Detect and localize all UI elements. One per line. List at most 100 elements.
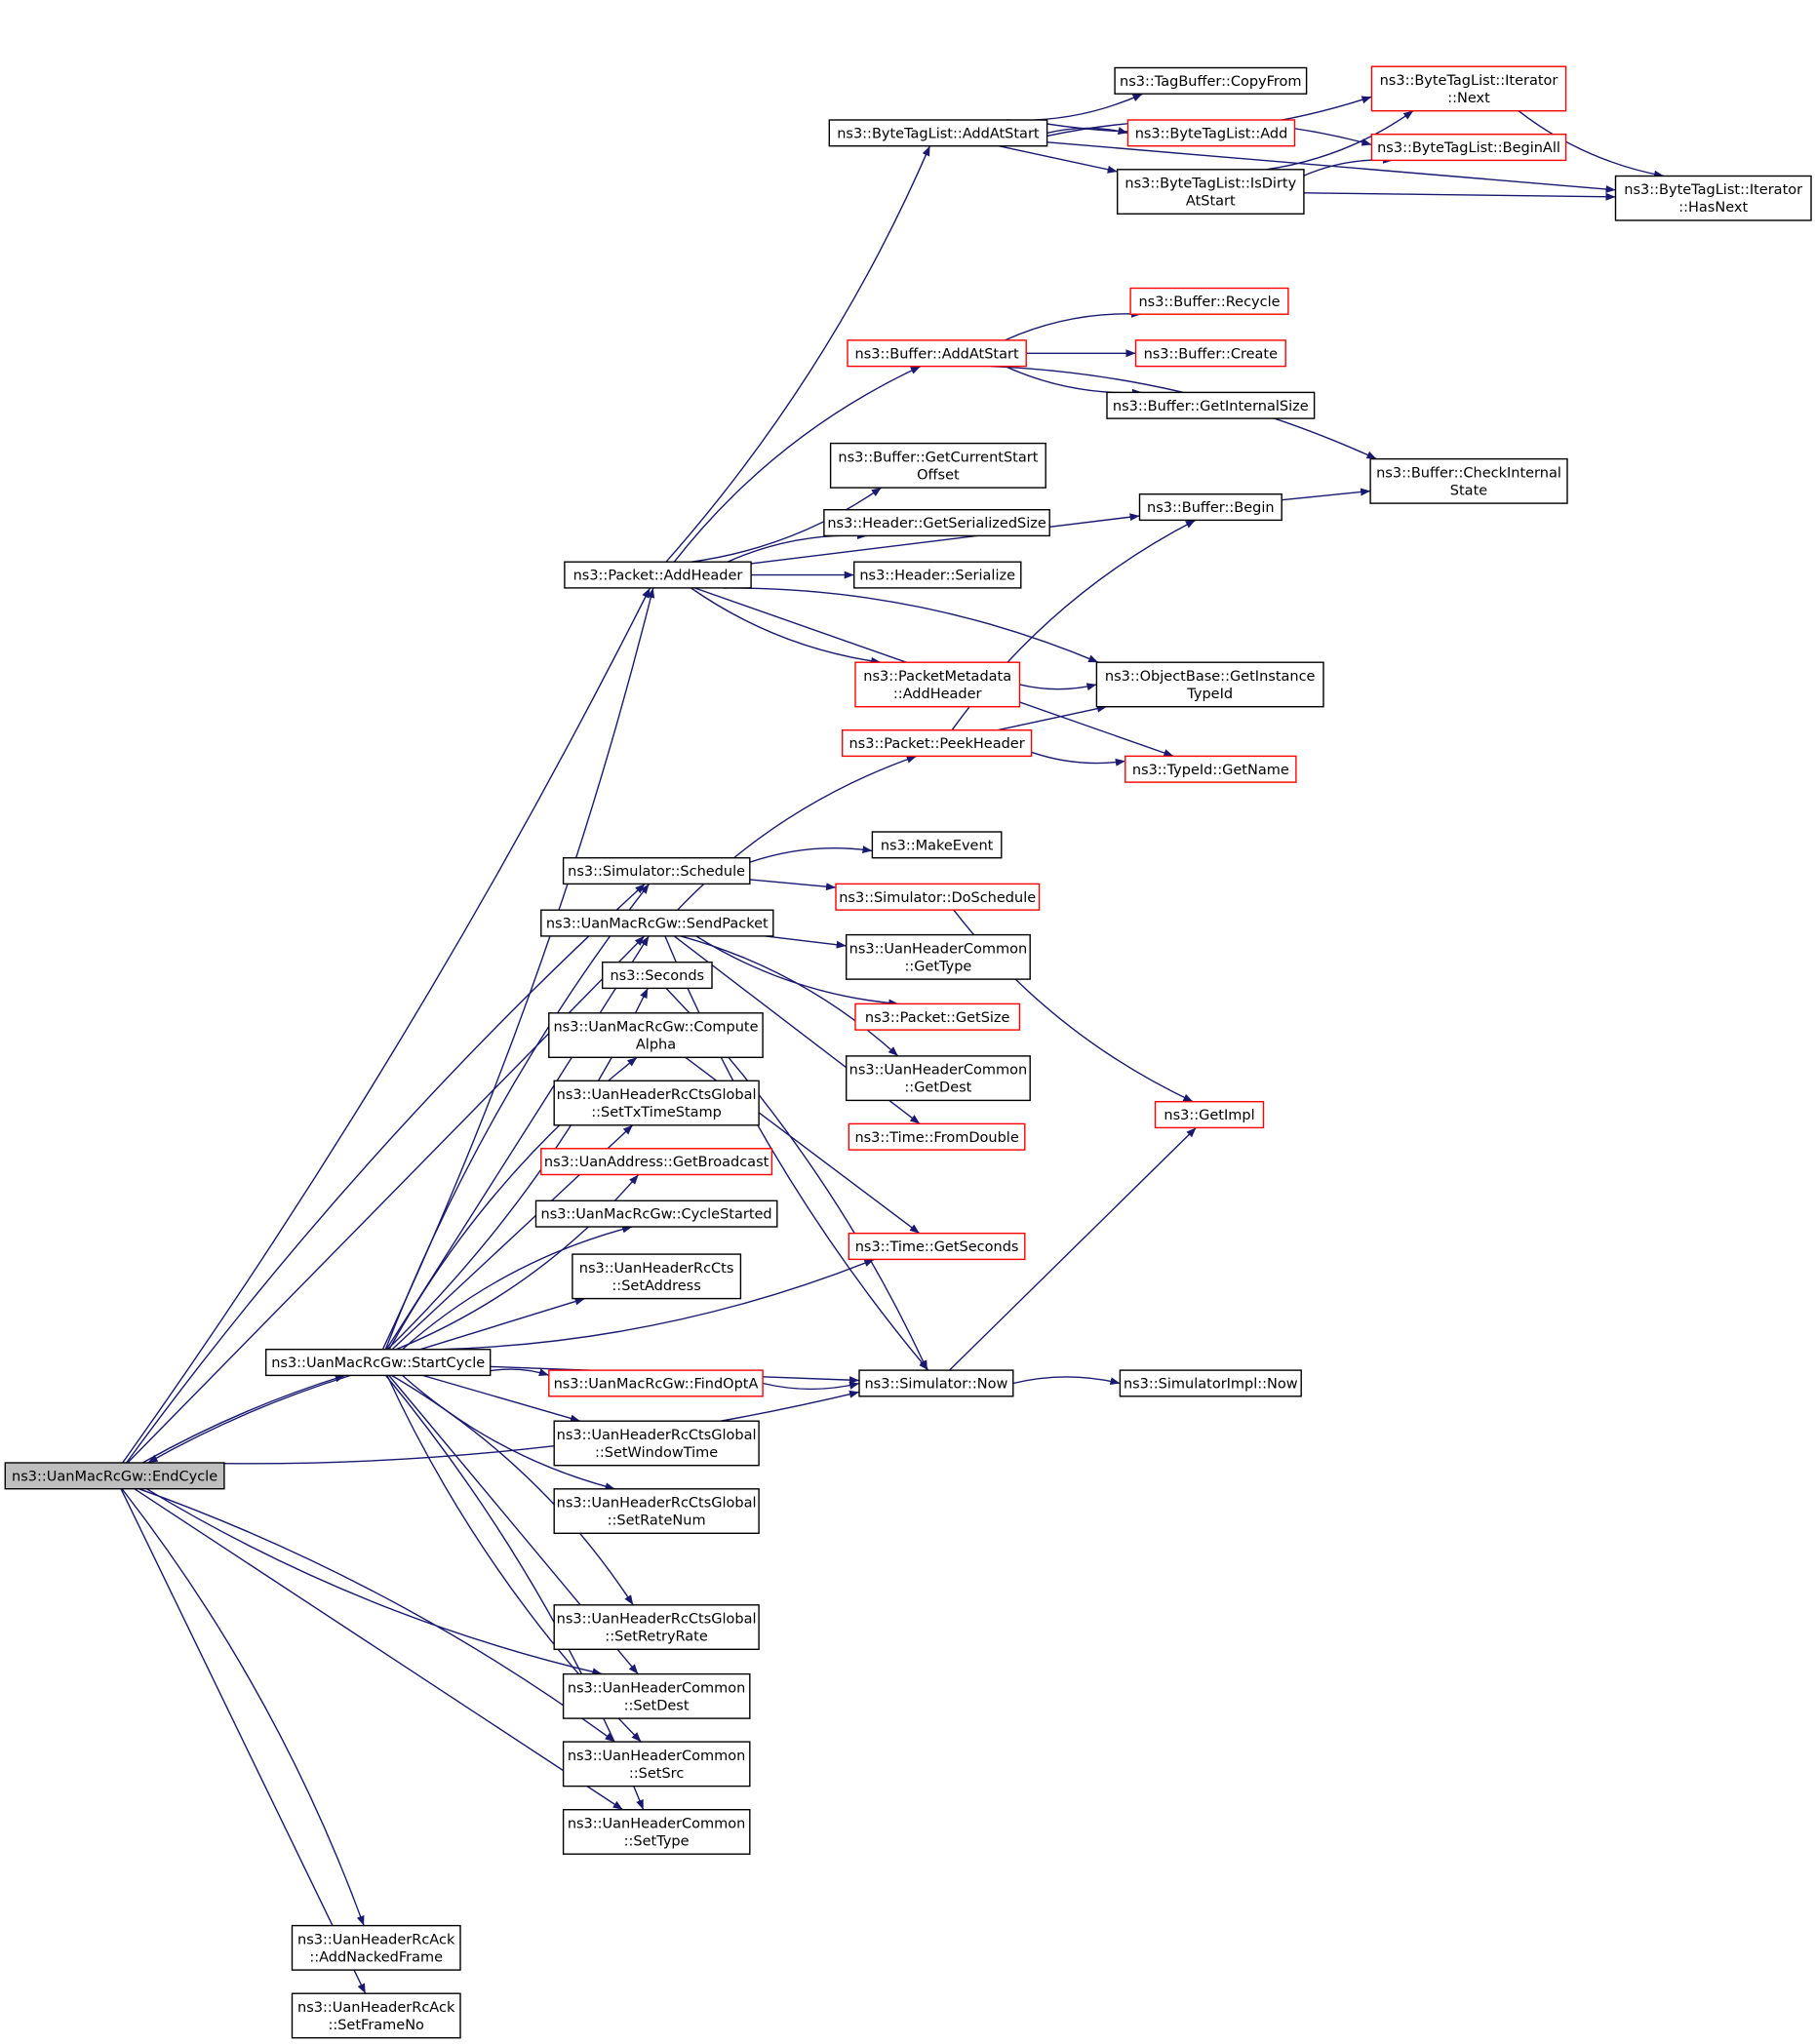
node-bt_iter_hasnext[interactable]: ns3::ByteTagList::Iterator::HasNext (1614, 175, 1812, 221)
node-box (846, 1055, 1031, 1102)
node-label: ns3::UanMacRcGw::CycleStarted (541, 1207, 772, 1223)
node-label: ns3::ByteTagList::Add (1135, 126, 1288, 141)
edge-sendpacket-to-uhc_gettype (765, 935, 847, 949)
node-rcack_setframeno[interactable]: ns3::UanHeaderRcAck::SetFrameNo (291, 1992, 461, 2039)
node-label: ns3::Buffer::CheckInternal (1376, 465, 1561, 481)
edge-endcycle-to-rcack_setframeno (120, 1488, 367, 1994)
node-label: ns3::UanMacRcGw::SendPacket (546, 917, 769, 932)
node-buf_recycle[interactable]: ns3::Buffer::Recycle (1129, 287, 1289, 315)
node-box (572, 1253, 742, 1300)
node-uhc_setdest[interactable]: ns3::UanHeaderCommon::SetDest (562, 1672, 751, 1719)
node-box (1138, 493, 1282, 522)
edge-sendpacket-to-sim_now (664, 935, 929, 1371)
node-bt_add[interactable]: ns3::ByteTagList::Add (1126, 119, 1296, 147)
node-seconds[interactable]: ns3::Seconds (602, 962, 713, 990)
node-label: ns3::UanHeaderRcCtsGlobal (557, 1612, 757, 1628)
node-box (291, 1992, 461, 2039)
edge-sim_schedule-to-makeevent (749, 845, 873, 863)
node-box (1614, 175, 1812, 221)
edge-addheader-to-pm_addheader (690, 587, 882, 665)
node-findopta[interactable]: ns3::UanMacRcGw::FindOptA (548, 1369, 764, 1397)
node-cyclestarted[interactable]: ns3::UanMacRcGw::CycleStarted (534, 1199, 778, 1228)
node-hdr_serialize[interactable]: ns3::Header::Serialize (853, 561, 1022, 589)
edge-startcycle-to-cyclestarted (402, 1225, 633, 1351)
node-makeevent[interactable]: ns3::MakeEvent (871, 831, 1003, 859)
node-box (4, 1462, 225, 1490)
node-tagbuf_copyfrom[interactable]: ns3::TagBuffer::CopyFrom (1114, 66, 1308, 95)
node-label: ns3::Time::FromDouble (854, 1130, 1018, 1146)
node-endcycle[interactable]: ns3::UanMacRcGw::EndCycle (4, 1462, 225, 1490)
edge-addheader-to-buf_begin (751, 513, 1140, 565)
node-uhc_getdest[interactable]: ns3::UanHeaderCommon::GetDest (846, 1055, 1031, 1102)
node-uhc_gettype[interactable]: ns3::UanHeaderCommon::GetType (846, 933, 1031, 980)
node-addheader[interactable]: ns3::Packet::AddHeader (564, 561, 752, 589)
node-box (553, 1488, 760, 1535)
edge-startcycle-to-sim_schedule (384, 883, 651, 1350)
edge-startcycle-to-rccts_setaddress (419, 1297, 585, 1351)
node-bt_addatstart[interactable]: ns3::ByteTagList::AddAtStart (828, 119, 1048, 147)
node-label: ns3::Buffer::GetInternalSize (1113, 399, 1309, 414)
nodes: ns3::UanMacRcGw::EndCycle ns3::UanMacRcGw… (4, 65, 1812, 2039)
node-bt_iter_next[interactable]: ns3::ByteTagList::Iterator::Next (1370, 65, 1567, 112)
node-box (553, 1420, 760, 1467)
node-buf_create[interactable]: ns3::Buffer::Create (1134, 339, 1286, 368)
edge-endcycle-to-uhc_settype (134, 1488, 623, 1811)
node-sim_doschedule[interactable]: ns3::Simulator::DoSchedule (835, 883, 1041, 911)
node-rcg_setwindowtime[interactable]: ns3::UanHeaderRcCtsGlobal::SetWindowTime (553, 1420, 760, 1467)
node-box (1370, 133, 1567, 162)
node-pkt_peekheader[interactable]: ns3::Packet::PeekHeader (842, 729, 1033, 758)
node-pm_addheader[interactable]: ns3::PacketMetadata::AddHeader (854, 661, 1021, 708)
edge-bt_isdirty-to-bt_iter_hasnext (1303, 192, 1616, 201)
node-rccts_setaddress[interactable]: ns3::UanHeaderRcCts::SetAddress (572, 1253, 742, 1300)
node-label: ::SetFrameNo (328, 2018, 424, 2033)
edge-addheader-to-bt_addatstart (665, 145, 931, 563)
node-uhc_settype[interactable]: ns3::UanHeaderCommon::SetType (562, 1808, 751, 1855)
node-getimpl[interactable]: ns3::GetImpl (1154, 1100, 1265, 1129)
node-startcycle[interactable]: ns3::UanMacRcGw::StartCycle (265, 1348, 492, 1377)
node-label: ns3::Seconds (610, 968, 704, 984)
node-time_getseconds[interactable]: ns3::Time::GetSeconds (848, 1232, 1026, 1261)
node-hdr_getserializedsize[interactable]: ns3::Header::GetSerializedSize (823, 509, 1050, 537)
node-uhc_setsrc[interactable]: ns3::UanHeaderCommon::SetSrc (562, 1741, 751, 1788)
node-box (829, 442, 1046, 489)
node-sim_now[interactable]: ns3::Simulator::Now (858, 1369, 1014, 1397)
node-label: ns3::UanHeaderRcCtsGlobal (557, 1496, 757, 1512)
node-rcg_setratenum[interactable]: ns3::UanHeaderRcCtsGlobal::SetRateNum (553, 1488, 760, 1535)
node-box (564, 561, 752, 589)
node-label: ::SetSrc (629, 1766, 684, 1782)
node-label: ns3::Header::GetSerializedSize (827, 516, 1046, 531)
node-buf_begin[interactable]: ns3::Buffer::Begin (1138, 493, 1282, 522)
node-label: ns3::ByteTagList::IsDirty (1125, 177, 1296, 192)
node-sim_schedule[interactable]: ns3::Simulator::Schedule (562, 857, 751, 885)
edge-sendpacket-to-pkt_getsize (695, 935, 899, 1007)
node-time_fromdouble[interactable]: ns3::Time::FromDouble (848, 1122, 1026, 1151)
node-box (854, 661, 1021, 708)
node-box (1129, 287, 1289, 315)
node-simimpl_now[interactable]: ns3::SimulatorImpl::Now (1119, 1369, 1302, 1397)
edge-startcycle-to-rcg_setwindowtime (422, 1374, 581, 1423)
node-box (847, 339, 1027, 368)
node-rcack_addnackedframe[interactable]: ns3::UanHeaderRcAck::AddNackedFrame (291, 1924, 461, 1971)
node-buf_getinternalsize[interactable]: ns3::Buffer::GetInternalSize (1106, 391, 1316, 419)
node-rcg_settxtimestamp[interactable]: ns3::UanHeaderRcCtsGlobal::SetTxTimeStam… (553, 1080, 760, 1126)
node-label: ::AddNackedFrame (309, 1949, 443, 1965)
node-box (846, 933, 1031, 980)
node-ua_getbroadcast[interactable]: ns3::UanAddress::GetBroadcast (540, 1148, 773, 1176)
edge-pm_addheader-to-ob_getinstancetypeid (1019, 683, 1097, 691)
node-typeid_getname[interactable]: ns3::TypeId::GetName (1125, 755, 1297, 783)
node-box (1154, 1100, 1265, 1129)
node-bt_beginall[interactable]: ns3::ByteTagList::BeginAll (1370, 133, 1567, 162)
node-box (835, 883, 1041, 911)
node-rcg_setretryrate[interactable]: ns3::UanHeaderRcCtsGlobal::SetRetryRate (553, 1604, 760, 1651)
node-box (562, 857, 751, 885)
node-buf_addatstart[interactable]: ns3::Buffer::AddAtStart (847, 339, 1027, 368)
node-sendpacket[interactable]: ns3::UanMacRcGw::SendPacket (540, 909, 774, 937)
edge-startcycle-to-rcg_setratenum (402, 1374, 615, 1491)
node-pkt_getsize[interactable]: ns3::Packet::GetSize (854, 1002, 1021, 1031)
